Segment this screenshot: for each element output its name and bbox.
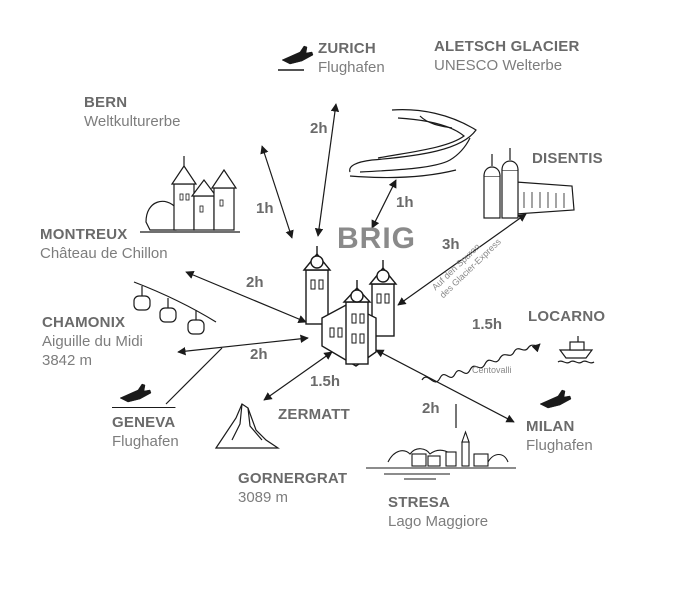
centovalli-annotation: Centovalli bbox=[472, 365, 512, 375]
cable-car-icon bbox=[133, 281, 217, 335]
destination-name: BERN bbox=[84, 94, 128, 111]
duration-locarno: 1.5h bbox=[472, 316, 503, 333]
destination-name: CHAMONIX bbox=[42, 314, 126, 331]
destination-chamonix: CHAMONIX Aiguille du Midi 3842 m bbox=[42, 314, 143, 370]
duration-stresa: 2h bbox=[422, 400, 440, 417]
destination-disentis: DISENTIS bbox=[532, 150, 603, 168]
destination-name: STRESA bbox=[388, 494, 451, 511]
destination-name: GENEVA bbox=[112, 414, 176, 431]
plane-icon-milan bbox=[539, 389, 572, 409]
route-chamonix bbox=[177, 334, 309, 356]
destination-subtitle: Flughafen bbox=[318, 59, 385, 76]
destination-subtitle: Château de Chillon bbox=[40, 245, 168, 262]
destination-zurich: ZURICH Flughafen bbox=[318, 40, 385, 77]
center-label-brig: BRIG bbox=[337, 222, 416, 255]
destination-subtitle: Weltkulturerbe bbox=[84, 113, 181, 130]
matterhorn-icon bbox=[214, 403, 280, 449]
destination-elevation: 3089 m bbox=[238, 489, 289, 506]
destination-stresa: STRESA Lago Maggiore bbox=[388, 494, 488, 531]
route-locarno-centovalli bbox=[421, 343, 541, 383]
destination-name: LOCARNO bbox=[528, 308, 606, 325]
destination-geneva: GENEVA Flughafen bbox=[112, 414, 179, 451]
route-bern bbox=[260, 145, 294, 239]
destination-locarno: LOCARNO bbox=[528, 308, 605, 326]
destination-name: ZURICH bbox=[318, 40, 376, 57]
destination-subtitle: Lago Maggiore bbox=[388, 513, 489, 530]
route-stresa bbox=[375, 349, 515, 423]
castle-icon bbox=[140, 156, 240, 233]
duration-aletsch: 1h bbox=[396, 194, 414, 211]
destination-name: ALETSCH GLACIER bbox=[434, 38, 580, 55]
duration-zermatt: 1.5h bbox=[310, 373, 341, 390]
plane-icon-zurich bbox=[278, 45, 314, 71]
route-zurich bbox=[314, 103, 340, 237]
destination-milan: MILAN Flughafen bbox=[526, 418, 593, 455]
duration-disentis: 3h bbox=[442, 236, 460, 253]
route-geneva bbox=[165, 347, 223, 405]
destination-subtitle: Flughafen bbox=[112, 433, 179, 450]
duration-montreux: 2h bbox=[246, 274, 264, 291]
destination-subtitle: UNESCO Welterbe bbox=[434, 57, 563, 74]
duration-chamonix: 2h bbox=[250, 346, 268, 363]
duration-zurich: 2h bbox=[310, 120, 328, 137]
destination-subtitle: Aiguille du Midi bbox=[42, 333, 143, 350]
destination-gornergrat: GORNERGRAT 3089 m bbox=[238, 470, 347, 507]
lake-town-icon bbox=[366, 430, 516, 480]
destination-name: ZERMATT bbox=[278, 406, 350, 423]
brig-castle-icon bbox=[302, 246, 398, 367]
destination-elevation: 3842 m bbox=[42, 352, 93, 369]
duration-bern: 1h bbox=[256, 200, 274, 217]
destination-name: DISENTIS bbox=[532, 150, 603, 167]
monastery-icon bbox=[483, 148, 575, 219]
destination-montreux: MONTREUX Château de Chillon bbox=[40, 226, 168, 263]
destination-name: GORNERGRAT bbox=[238, 470, 348, 487]
destination-name: MONTREUX bbox=[40, 226, 128, 243]
route-aletsch bbox=[371, 179, 397, 229]
route-zermatt bbox=[263, 351, 333, 401]
plane-icon-geneva bbox=[119, 383, 152, 403]
route-disentis bbox=[397, 213, 527, 306]
route-montreux bbox=[185, 271, 307, 323]
glacier-icon bbox=[349, 109, 477, 179]
destination-aletsch-glacier: ALETSCH GLACIER UNESCO Welterbe bbox=[434, 38, 580, 75]
destination-zermatt: ZERMATT bbox=[278, 406, 350, 424]
destination-name: MILAN bbox=[526, 418, 575, 435]
destination-subtitle: Flughafen bbox=[526, 437, 593, 454]
boat-icon bbox=[557, 336, 595, 364]
destination-bern: BERN Weltkulturerbe bbox=[84, 94, 180, 131]
